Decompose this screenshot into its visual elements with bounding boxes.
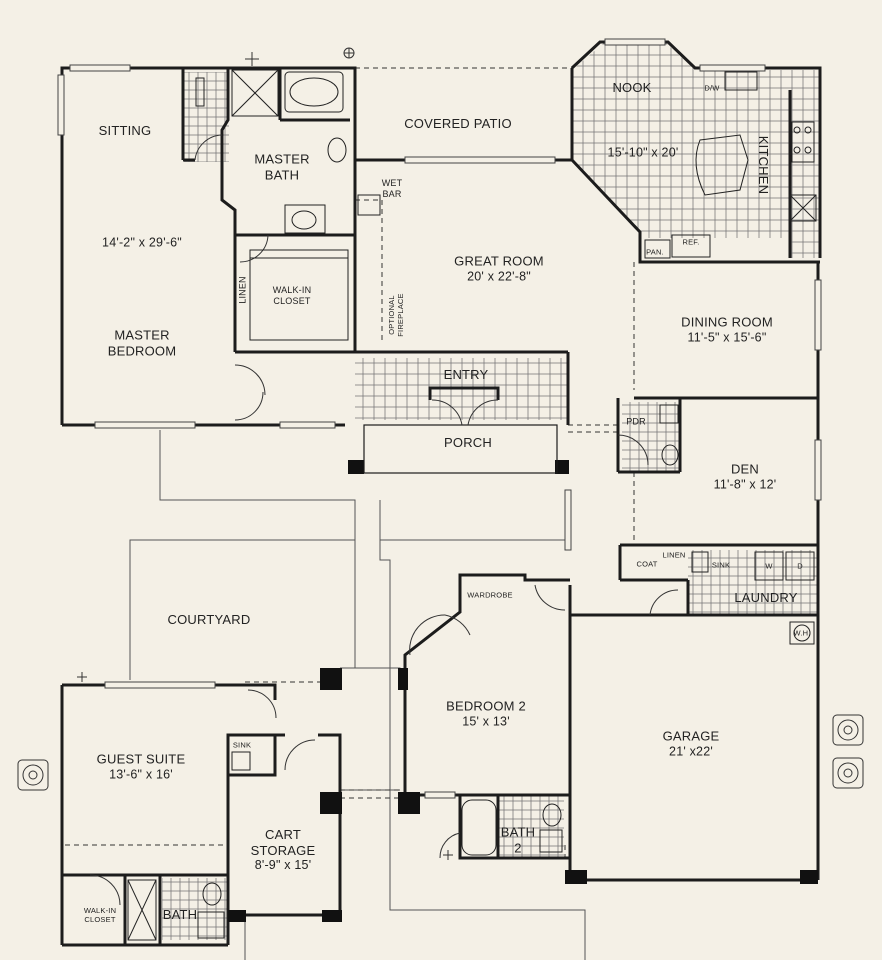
utility-symbols (17, 47, 864, 860)
wet-bar-label: WET BAR (381, 178, 403, 199)
fixtures (127, 69, 817, 941)
bath-2-label: BATH 2 (500, 824, 536, 855)
linen-master-label: LINEN (237, 276, 248, 304)
walk-in-closet-label: WALK-IN CLOSET (272, 285, 312, 306)
tile-floors (162, 42, 820, 940)
master-bedroom-dimensions: 14'-2" x 29'-6" (102, 235, 182, 250)
master-bath-label: MASTER BATH (254, 151, 310, 182)
posts (228, 460, 818, 922)
porch-label: PORCH (444, 435, 492, 451)
door-swings (89, 134, 679, 906)
guest-bath-label: BATH (162, 907, 198, 923)
nook-label: NOOK (612, 80, 652, 96)
guest-sink-label: SINK (232, 740, 252, 750)
laundry-label: LAUNDRY (734, 590, 798, 606)
coat-closet-label: COAT (636, 559, 658, 569)
guest-walk-in-closet-label: WALK-IN CLOSET (83, 906, 117, 924)
linen-hall-label: LINEN (662, 550, 686, 560)
wardrobe-label: WARDROBE (467, 590, 513, 600)
courtyard-label: COURTYARD (167, 612, 251, 628)
master-bedroom-label: MASTER BEDROOM (107, 327, 177, 358)
pantry-label: PAN. (646, 247, 664, 257)
kitchen-dimensions: 15'-10" x 20' (607, 145, 679, 160)
refrigerator-label: REF. (682, 237, 700, 247)
powder-room-label: PDR (626, 416, 646, 427)
entry-label: ENTRY (443, 367, 489, 383)
kitchen-label: KITCHEN (755, 135, 771, 195)
dashed-lines (65, 67, 635, 860)
porch-outline (363, 424, 558, 474)
covered-patio-label: COVERED PATIO (404, 116, 512, 132)
windows (57, 38, 822, 799)
water-heater-label: W.H. (793, 628, 811, 638)
dishwasher-label: D/W (704, 83, 720, 93)
dryer-label: D (797, 561, 803, 571)
washer-label: W (765, 561, 773, 571)
sitting-label: SITTING (98, 123, 152, 139)
optional-fireplace-label: OPTIONAL FIREPLACE (387, 293, 405, 337)
laundry-sink-label: SINK (711, 560, 731, 570)
